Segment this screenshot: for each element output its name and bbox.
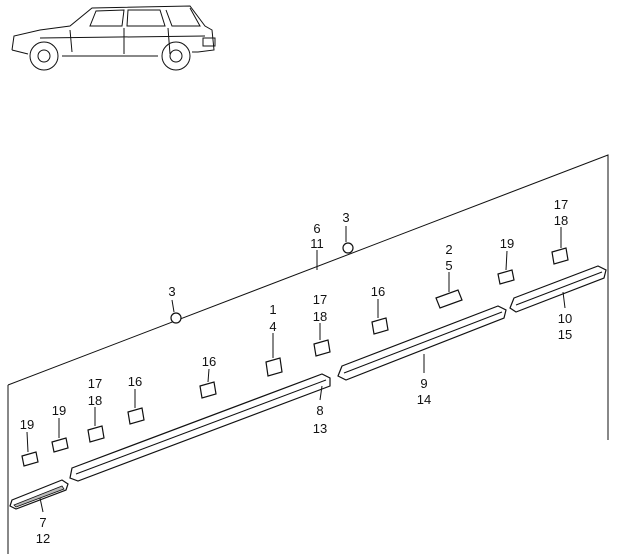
label-19: 19 (500, 236, 514, 251)
label-2: 2 (445, 242, 452, 257)
label-4: 4 (269, 319, 276, 334)
label-18: 18 (88, 393, 102, 408)
label-5: 5 (445, 258, 452, 273)
label-16: 16 (371, 284, 385, 299)
label-10: 10 (558, 311, 572, 326)
label-1: 1 (269, 302, 276, 317)
label-14: 14 (417, 392, 431, 407)
leader-lines (26, 226, 566, 513)
label-16: 16 (202, 354, 216, 369)
label-9: 9 (420, 376, 427, 391)
label-11: 11 (310, 236, 324, 251)
label-16: 16 (128, 374, 142, 389)
label-6: 6 (313, 221, 320, 236)
label-19: 19 (52, 403, 66, 418)
label-8: 8 (316, 403, 323, 418)
molding-front-door (69, 373, 331, 482)
part-number-labels: 6 11 3 3 2 5 19 17 18 1 4 17 18 16 16 16… (20, 197, 572, 546)
clips (21, 242, 569, 467)
label-17: 17 (554, 197, 568, 212)
molding-rear-door (337, 305, 507, 381)
label-18: 18 (313, 309, 327, 324)
label-12: 12 (36, 531, 50, 546)
label-18: 18 (554, 213, 568, 228)
label-19: 19 (20, 417, 34, 432)
body-panel-outline (7, 154, 609, 554)
label-17: 17 (313, 292, 327, 307)
label-13: 13 (313, 421, 327, 436)
molding-rear (509, 265, 607, 313)
label-15: 15 (558, 327, 572, 342)
label-3: 3 (342, 210, 349, 225)
label-17: 17 (88, 376, 102, 391)
car-illustration (11, 5, 216, 71)
label-7: 7 (39, 515, 46, 530)
label-3: 3 (168, 284, 175, 299)
molding-front (9, 479, 69, 510)
